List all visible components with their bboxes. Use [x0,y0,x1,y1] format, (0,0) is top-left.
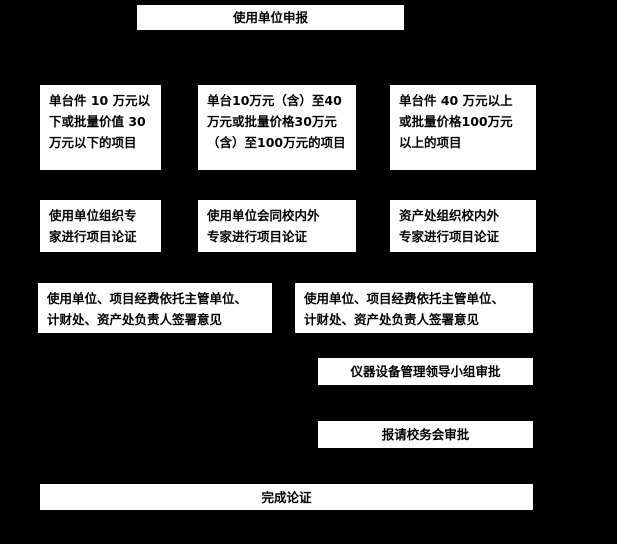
node-equipment-leadership-group-approval: 仪器设备管理领导小组审批 [318,358,533,385]
node-demonstration-complete: 完成论证 [40,484,533,510]
node-sign-opinions-left: 使用单位、项目经费依托主管单位、 计财处、资产处负责人签署意见 [38,283,272,333]
node-label: 使用单位、项目经费依托主管单位、 计财处、资产处负责人签署意见 [304,291,505,327]
node-review-by-usage-unit: 使用单位组织专 家进行项目论证 [40,200,161,252]
node-review-by-asset-office: 资产处组织校内外 专家进行项目论证 [390,200,536,252]
node-label: 仪器设备管理领导小组审批 [350,364,501,379]
node-label: 使用单位会同校内外 专家进行项目论证 [207,208,320,244]
node-label: 资产处组织校内外 专家进行项目论证 [399,208,500,244]
node-tier-over-400k: 单台件 40 万元以上 或批量价格100万元 以上的项目 [390,85,536,170]
node-label: 单台件 40 万元以上 或批量价格100万元 以上的项目 [399,93,513,150]
node-review-with-internal-external-experts: 使用单位会同校内外 专家进行项目论证 [198,200,356,252]
node-label: 使用单位、项目经费依托主管单位、 计财处、资产处负责人签署意见 [47,291,248,327]
node-label: 使用单位申报 [232,10,308,25]
node-label: 单台件 10 万元以 下或批量价值 30 万元以下的项目 [49,93,151,150]
node-school-council-approval: 报请校务会审批 [318,421,533,448]
node-label: 完成论证 [261,489,312,505]
node-usage-unit-declaration: 使用单位申报 [137,5,404,30]
node-label: 使用单位组织专 家进行项目论证 [49,208,137,244]
node-sign-opinions-right: 使用单位、项目经费依托主管单位、 计财处、资产处负责人签署意见 [295,283,533,333]
node-label: 报请校务会审批 [381,427,470,442]
node-tier-100k-to-400k: 单台10万元（含）至40 万元或批量价格30万元 （含）至100万元的项目 [198,85,356,170]
node-label: 单台10万元（含）至40 万元或批量价格30万元 （含）至100万元的项目 [207,93,346,150]
node-tier-under-100k: 单台件 10 万元以 下或批量价值 30 万元以下的项目 [40,85,161,170]
